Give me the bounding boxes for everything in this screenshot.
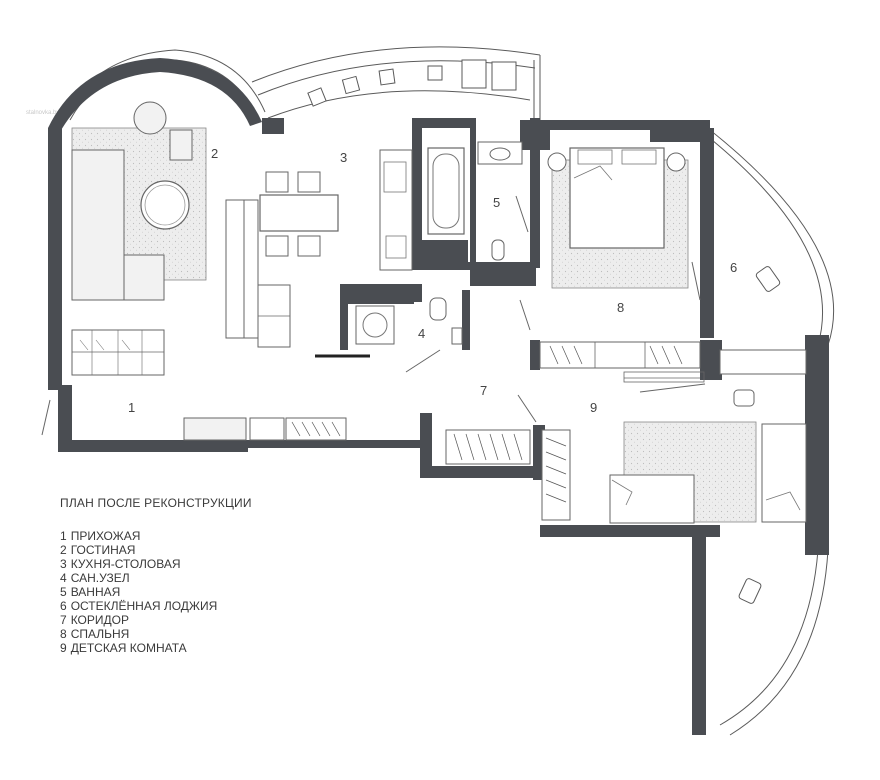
walls xyxy=(48,118,829,735)
dining-table xyxy=(259,194,339,232)
room-num-6: 6 xyxy=(730,260,737,275)
living-bay-wall xyxy=(48,58,262,132)
kitchen-island xyxy=(225,199,245,339)
wc-toilet xyxy=(429,297,447,321)
living-furniture xyxy=(71,101,207,376)
room-num-2: 2 xyxy=(211,146,218,161)
coffee-table xyxy=(140,180,190,230)
bath-toilet xyxy=(491,239,505,261)
hall-furniture xyxy=(41,399,347,441)
room-num-1: 1 xyxy=(128,400,135,415)
room-num-9: 9 xyxy=(590,400,597,415)
wc-fixtures xyxy=(348,290,463,373)
corridor-furniture xyxy=(445,394,537,465)
kids-bed-2 xyxy=(761,423,807,523)
room-num-4: 4 xyxy=(418,326,425,341)
room-num-3: 3 xyxy=(340,150,347,165)
room-num-7: 7 xyxy=(480,383,487,398)
kids-desk xyxy=(719,349,807,375)
kids-bed-1 xyxy=(609,474,695,524)
washing-machine xyxy=(355,305,395,345)
armchair xyxy=(133,101,167,135)
room-num-8: 8 xyxy=(617,300,624,315)
loggia-chairs xyxy=(738,266,781,604)
loggia-curve xyxy=(709,129,835,736)
legend-title: ПЛАН ПОСЛЕ РЕКОНСТРУКЦИИ xyxy=(60,496,252,510)
entry-door xyxy=(41,399,51,436)
room-num-5: 5 xyxy=(493,195,500,210)
bedroom-wardrobe xyxy=(539,341,701,369)
hall-bench xyxy=(183,417,247,441)
kids-furniture xyxy=(541,349,807,524)
bathroom-fixtures xyxy=(420,141,529,262)
corridor-wardrobe xyxy=(445,429,531,465)
wc-door xyxy=(405,349,441,373)
balcony-chairs xyxy=(307,59,517,107)
bedroom-door xyxy=(691,261,701,301)
watermark: stalnovka.by xyxy=(26,110,60,116)
sofa xyxy=(71,149,125,301)
kids-wardrobe xyxy=(541,429,571,521)
bed xyxy=(569,147,665,249)
bedroom-furniture xyxy=(519,147,701,369)
kitchen-furniture xyxy=(225,149,413,358)
